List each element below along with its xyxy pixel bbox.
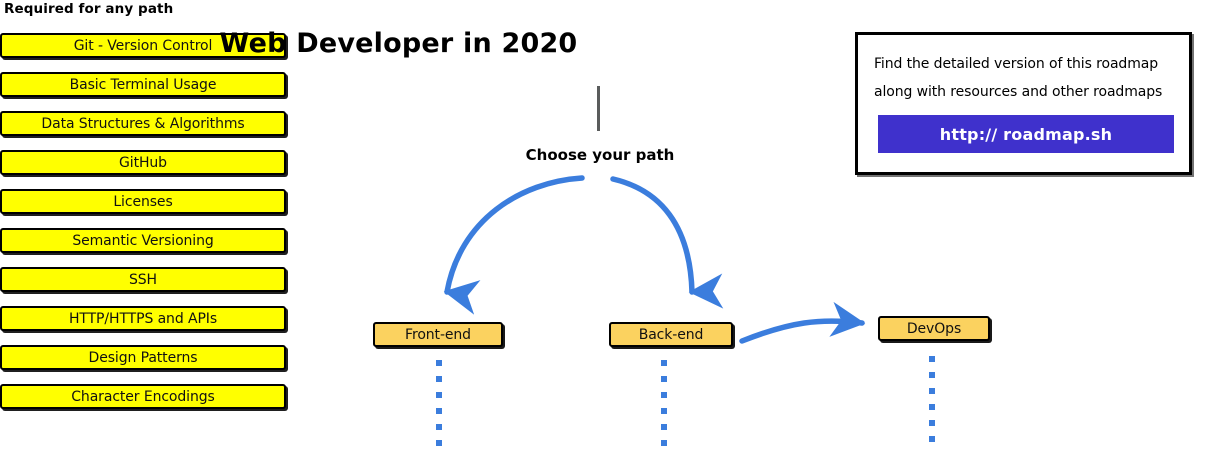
required-topic-item[interactable]: Semantic Versioning — [0, 228, 286, 253]
dotted-trail-front-end — [436, 360, 442, 456]
required-section-heading: Required for any path — [4, 1, 174, 17]
path-node-label: Front-end — [405, 326, 471, 343]
arrow-backend-to-devops — [739, 301, 866, 344]
arrow-to-backend — [610, 176, 724, 309]
required-topic-item[interactable]: Data Structures & Algorithms — [0, 111, 286, 136]
path-node-label: Back-end — [638, 326, 704, 343]
required-topic-label: HTTP/HTTPS and APIs — [68, 310, 218, 327]
path-node-devops[interactable]: DevOps — [878, 316, 990, 341]
path-node-back-end[interactable]: Back-end — [609, 322, 733, 347]
required-topic-label: Git - Version Control — [73, 37, 213, 54]
required-for-any-path-section: Required for any path Git - Version Cont… — [0, 0, 300, 436]
choose-your-path-label: Choose your path — [525, 146, 675, 164]
required-topic-label: Semantic Versioning — [72, 232, 214, 249]
required-topic-label: Design Patterns — [88, 349, 198, 366]
required-topic-item[interactable]: Design Patterns — [0, 345, 286, 370]
path-node-label: DevOps — [906, 320, 962, 337]
dotted-trail-devops — [929, 356, 935, 452]
roadmap-link-button[interactable]: http:// roadmap.sh — [878, 115, 1174, 153]
roadmap-callout-box: Find the detailed version of this roadma… — [855, 32, 1192, 175]
required-topic-label: SSH — [128, 271, 157, 288]
callout-text-line-1: Find the detailed version of this roadma… — [874, 56, 1159, 72]
required-topic-item[interactable]: GitHub — [0, 150, 286, 175]
required-topic-item[interactable]: Basic Terminal Usage — [0, 72, 286, 97]
arrow-to-frontend — [443, 175, 585, 315]
required-topic-item[interactable]: HTTP/HTTPS and APIs — [0, 306, 286, 331]
required-topic-label: Licenses — [113, 193, 173, 210]
required-topic-label: GitHub — [119, 154, 167, 171]
required-topic-item[interactable]: Character Encodings — [0, 384, 286, 409]
page-title: Web Developer in 2020 — [219, 28, 578, 59]
title-stem-line — [597, 86, 600, 131]
required-topic-item[interactable]: SSH — [0, 267, 286, 292]
required-topics-list: Git - Version Control Basic Terminal Usa… — [0, 33, 292, 423]
roadmap-link-label: http:// roadmap.sh — [939, 124, 1113, 144]
required-topic-label: Character Encodings — [71, 388, 215, 405]
path-node-front-end[interactable]: Front-end — [373, 322, 503, 347]
required-topic-item[interactable]: Licenses — [0, 189, 286, 214]
required-topic-label: Data Structures & Algorithms — [41, 115, 245, 132]
required-topic-item[interactable]: Git - Version Control — [0, 33, 286, 58]
required-topic-label: Basic Terminal Usage — [69, 76, 217, 93]
dotted-trail-back-end — [661, 360, 667, 456]
callout-text-line-2: along with resources and other roadmaps — [874, 84, 1163, 100]
